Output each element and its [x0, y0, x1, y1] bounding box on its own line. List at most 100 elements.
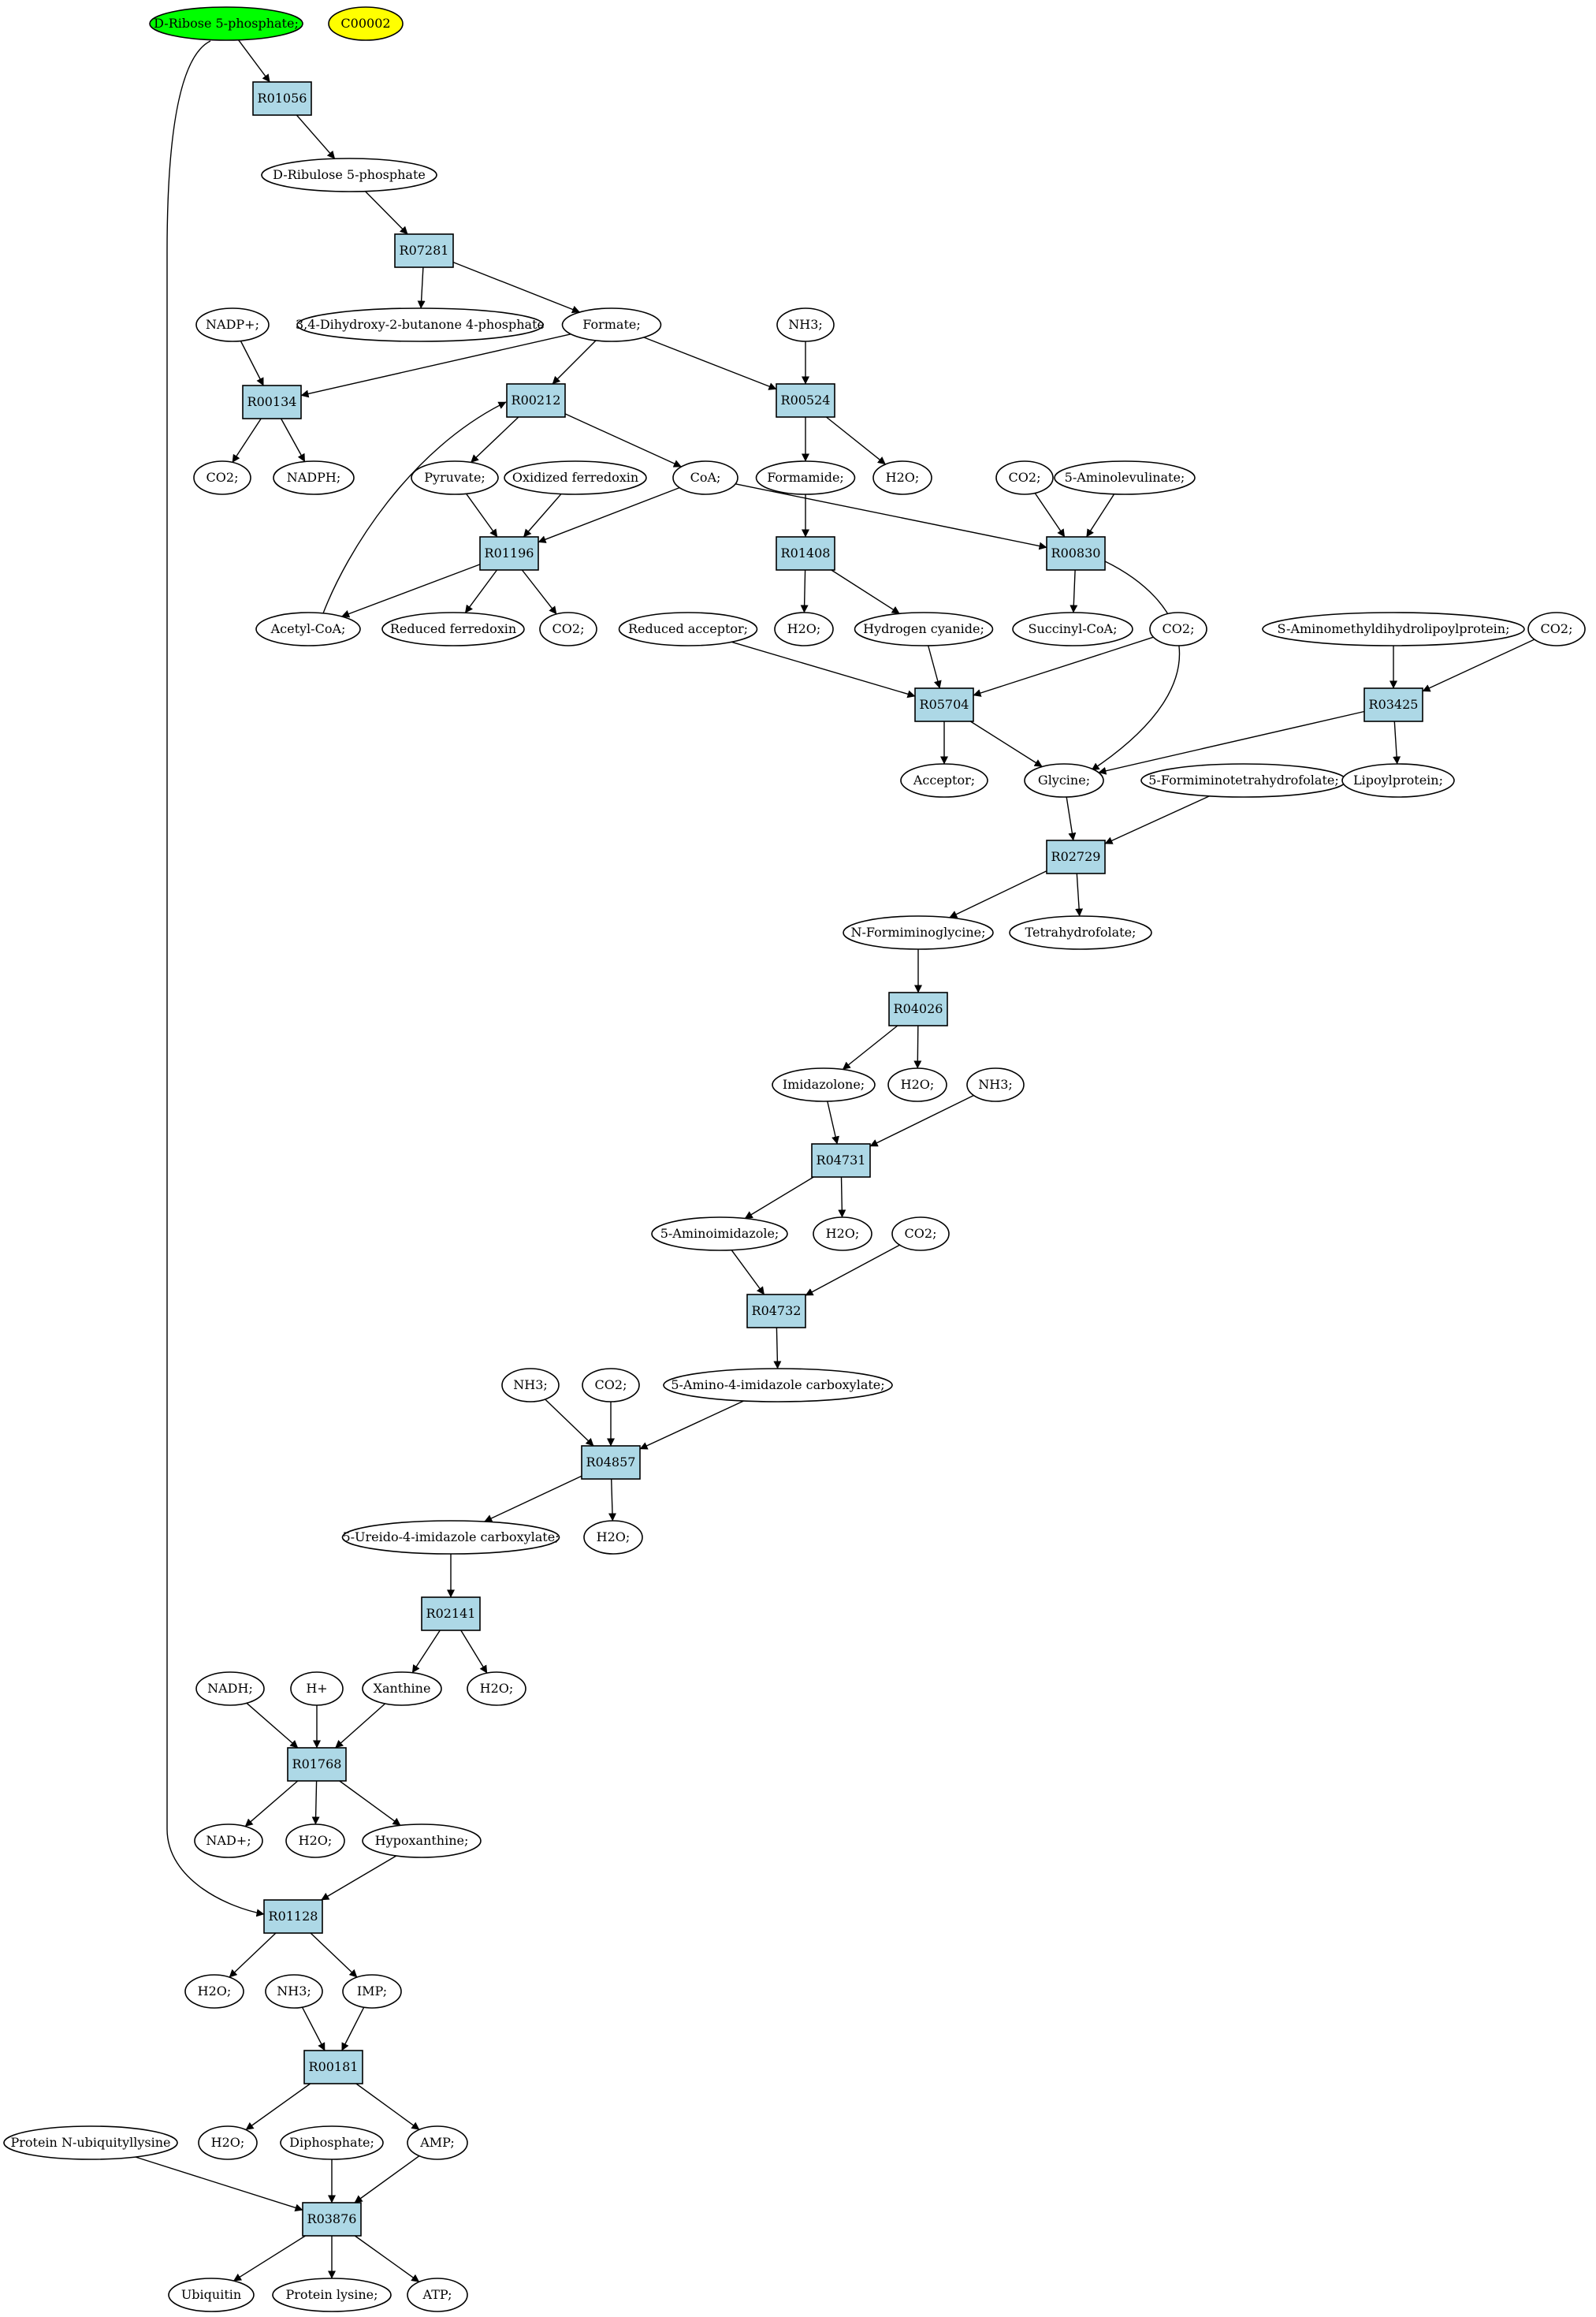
edges-layer	[135, 39, 1535, 2282]
compound-node-nh3b: NH3;	[966, 1067, 1025, 1102]
compound-node-co2a: CO2;	[193, 460, 251, 495]
edge-R00830-to-succoa	[1070, 569, 1078, 613]
compound-node-ribulose5p: D-Ribulose 5-phosphate	[261, 158, 437, 192]
node-label: CO2;	[552, 621, 585, 636]
compound-node-hplus: H+	[290, 1671, 344, 1706]
node-label: NH3;	[513, 1377, 548, 1392]
edge-R02141-to-xanthine	[411, 1630, 441, 1674]
edge-aminoimid-to-R04732	[731, 1250, 765, 1295]
compound-ellipse	[813, 1216, 872, 1251]
edge-protnubl-to-R03876	[135, 2156, 303, 2212]
node-label: Lipoylprotein;	[1353, 773, 1443, 788]
compound-node-hcn: Hydrogen cyanide;	[854, 612, 994, 646]
compound-ellipse	[900, 763, 988, 798]
compound-ellipse	[198, 2125, 258, 2160]
nodes-layer: D-Ribose 5-phosphate;C00002R01056D-Ribul…	[3, 6, 1586, 2312]
compound-ellipse	[407, 2278, 468, 2312]
reaction-node-R03876: R03876	[302, 2202, 362, 2237]
node-label: Hypoxanthine;	[375, 1833, 469, 1848]
reaction-box	[421, 1596, 481, 1631]
node-label: C00002	[340, 16, 390, 31]
edge-coa-to-R01196	[538, 486, 680, 543]
compound-node-oxferr: Oxidized ferredoxin	[504, 460, 647, 495]
compound-ellipse	[362, 1671, 442, 1706]
node-label: CO2;	[206, 470, 239, 485]
node-label: Oxidized ferredoxin	[512, 470, 638, 485]
compound-node-ribose5p: D-Ribose 5-phosphate;	[149, 6, 303, 41]
edge-nadh-to-R01768	[246, 1702, 299, 1749]
compound-node-glycine: Glycine;	[1024, 763, 1104, 798]
compound-ellipse	[1527, 612, 1586, 646]
compound-node-co2f: CO2;	[891, 1216, 950, 1251]
compound-ellipse	[1009, 915, 1152, 950]
compound-ellipse	[194, 1823, 263, 1858]
edge-amp-to-R03876	[354, 2155, 420, 2203]
node-label: R04732	[752, 1303, 802, 1318]
edge-R01768-to-h2og	[311, 1780, 320, 1825]
edge-R07281-to-formate	[452, 261, 580, 314]
edge-R02729-to-nformgly	[949, 870, 1047, 918]
edge-R01196-to-co2c	[521, 569, 557, 615]
compound-node-amp: AMP;	[407, 2125, 468, 2160]
compound-ellipse	[663, 1368, 893, 1402]
reaction-node-R04731: R04731	[811, 1143, 871, 1178]
node-label: NH3;	[277, 1984, 311, 1999]
compound-ellipse	[407, 2125, 468, 2160]
compound-ellipse	[1024, 763, 1104, 798]
edge-aminolev-to-R00830	[1086, 494, 1115, 538]
node-label: Succinyl-CoA;	[1029, 621, 1118, 636]
reaction-node-R00212: R00212	[506, 383, 566, 418]
node-label: 3,4-Dihydroxy-2-butanone 4-phosphate	[296, 317, 545, 332]
compound-node-co2d: CO2;	[1149, 612, 1207, 646]
node-label: D-Ribose 5-phosphate;	[154, 16, 299, 31]
reaction-box	[1046, 536, 1106, 571]
compound-node-co2e: CO2;	[1527, 612, 1586, 646]
compound-ellipse	[467, 1671, 526, 1706]
node-label: CO2;	[595, 1377, 627, 1392]
edge-R03425-to-glycine	[1098, 710, 1365, 775]
edge-nh3b-to-R04731	[869, 1094, 974, 1147]
compound-node-acetylcoa: Acetyl-CoA;	[255, 612, 361, 646]
node-label: R03876	[307, 2211, 357, 2226]
compound-ellipse	[290, 1671, 344, 1706]
compound-node-coa: CoA;	[672, 460, 738, 495]
compound-node-h2oh: H2O;	[184, 1974, 244, 2009]
reaction-box	[242, 385, 302, 419]
reaction-box	[811, 1143, 871, 1178]
node-label: H2O;	[198, 1984, 232, 1999]
node-label: Hydrogen cyanide;	[863, 621, 984, 636]
edge-oxferr-to-R01196	[523, 494, 562, 538]
compound-node-diphos: Diphosphate;	[280, 2125, 384, 2160]
compound-ellipse	[539, 612, 597, 646]
edge-R01196-to-acetylcoa	[341, 564, 481, 618]
edge-aicarb-to-R04857	[639, 1400, 744, 1450]
compound-node-protnubl: Protein N-ubiquityllysine	[3, 2125, 178, 2160]
node-label: D-Ribulose 5-phosphate	[273, 167, 426, 182]
node-label: NADPH;	[287, 470, 341, 485]
compound-ellipse	[966, 1067, 1025, 1102]
compound-ellipse	[891, 1216, 950, 1251]
edge-R03876-to-ubiquitin	[233, 2235, 306, 2282]
compound-ellipse	[872, 460, 932, 495]
edge-R00830-to-glycine	[1091, 561, 1181, 771]
compound-ellipse	[149, 6, 303, 41]
reaction-node-R01408: R01408	[776, 536, 835, 571]
edge-hcn-to-R05704	[928, 645, 942, 689]
compound-node-nadp: NADP+;	[195, 307, 270, 342]
node-label: R01196	[485, 546, 534, 561]
edge-formate-to-R00524	[643, 337, 777, 390]
edge-R01408-to-hcn	[831, 569, 900, 614]
compound-ellipse	[195, 1671, 265, 1706]
compound-node-formamide: Formamide;	[755, 460, 856, 495]
compound-ellipse	[411, 460, 499, 495]
compound-node-ubiquitin: Ubiquitin	[168, 2278, 255, 2312]
node-label: NADH;	[207, 1681, 253, 1696]
compound-ellipse	[672, 460, 738, 495]
reaction-box	[581, 1445, 641, 1480]
compound-ellipse	[1149, 612, 1207, 646]
node-label: R02729	[1051, 849, 1101, 864]
node-label: ATP;	[422, 2287, 452, 2302]
node-label: H2O;	[597, 1529, 631, 1544]
node-label: Reduced ferredoxin	[390, 621, 516, 636]
